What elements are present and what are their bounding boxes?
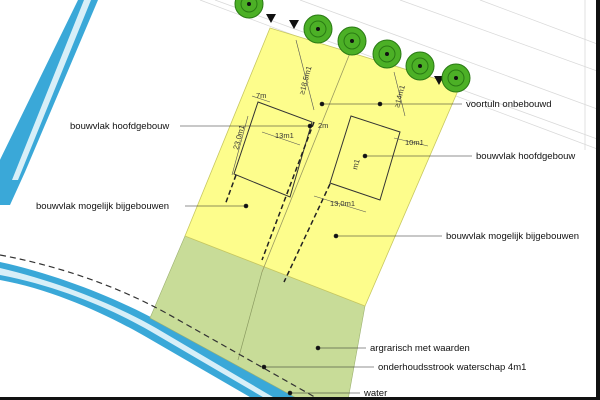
label-water: water [363, 388, 387, 399]
dimension-lines [231, 39, 429, 213]
tree-icon [441, 63, 471, 93]
dim-width-right: 13,0m1 [330, 199, 355, 208]
frame-edge-bottom [0, 397, 600, 400]
building-lines [224, 121, 331, 283]
dim-width-left: 13m1 [275, 131, 294, 140]
frame-edge-right [596, 0, 600, 400]
label-maintenance-strip: onderhoudsstrook waterschap 4m1 [378, 362, 526, 373]
north-arrow-icon [266, 14, 444, 85]
label-annex-right: bouwvlak mogelijk bijgebouwen [446, 231, 579, 242]
label-annex-left: bouwvlak mogelijk bijgebouwen [36, 201, 169, 212]
tree-icon [303, 14, 333, 44]
tree-icon [337, 26, 367, 56]
lot-divider [261, 47, 353, 273]
tree-icon [405, 51, 435, 81]
tree-icon [372, 39, 402, 69]
build-plot [184, 27, 461, 307]
dim-side-left-b: 2m [318, 121, 328, 130]
water-stream-left [0, 0, 98, 205]
label-main-building-left: bouwvlak hoofdgebouw [70, 121, 169, 132]
dim-side-left: 7m [256, 91, 266, 100]
tree-icon [234, 0, 264, 19]
leader-lines [180, 101, 472, 396]
main-building-right [329, 115, 401, 201]
water-stream-bottom [0, 262, 300, 400]
dim-depth-right: m1 [350, 158, 361, 170]
tree-row [234, 0, 471, 93]
label-main-building-right: bouwvlak hoofdgebouw [476, 151, 575, 162]
main-building-left [233, 101, 313, 198]
dim-side-right: 10m1 [405, 138, 424, 147]
label-agricultural: argrarisch met waarden [370, 343, 470, 354]
label-front-garden: voortuln onbebouwd [466, 99, 552, 110]
